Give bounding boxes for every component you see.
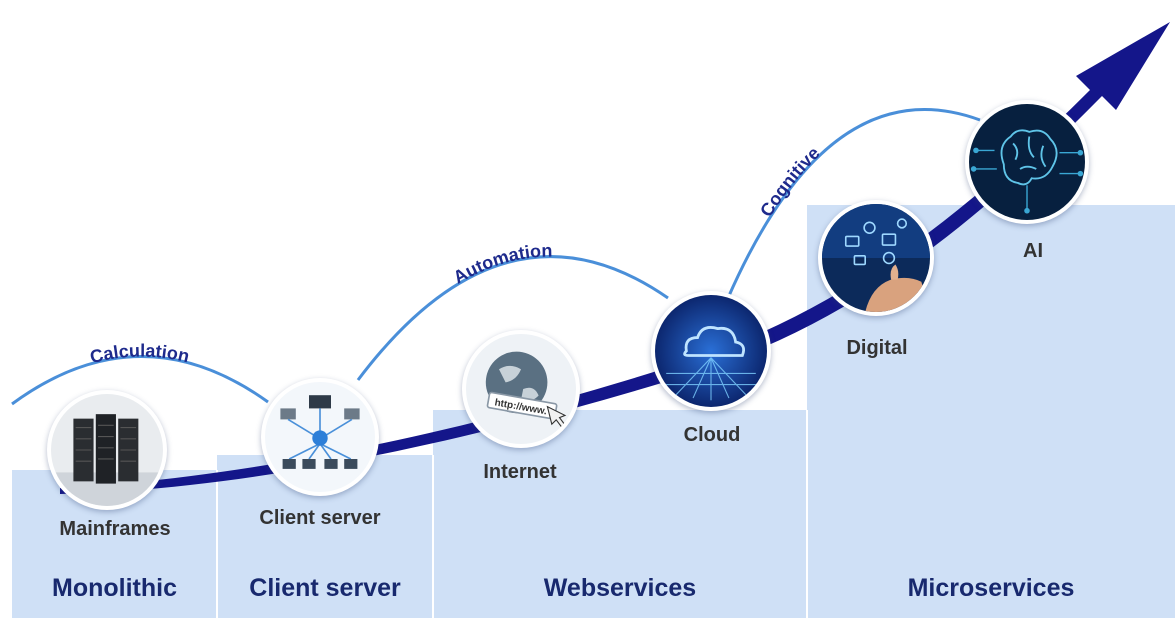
cloud-icon: [655, 295, 767, 407]
digital-touch-icon: [822, 204, 930, 312]
node-label-cloud: Cloud: [683, 424, 741, 446]
calculation-arc: [10, 354, 270, 406]
ai-node: [965, 100, 1089, 224]
category-label-client-server: Client server: [249, 574, 401, 602]
internet-node: http://www.: [462, 330, 580, 448]
ai-brain-icon: [969, 104, 1085, 220]
growth-arrow-icon: [60, 22, 1170, 494]
divider: [806, 410, 808, 618]
server-rack-icon: [51, 394, 163, 506]
cloud-node: [651, 291, 771, 411]
mainframes-node: [47, 390, 167, 510]
svg-text:Calculation: Calculation: [88, 340, 191, 367]
phase-label-cognitive: Cognitive: [756, 143, 823, 220]
client-server-node: [261, 378, 379, 496]
node-label-digital: Digital: [846, 337, 908, 359]
category-label-microservices: Microservices: [907, 574, 1075, 602]
panel-webservices: [433, 410, 807, 618]
node-label-mainframes: Mainframes: [59, 518, 171, 540]
svg-text:Automation: Automation: [450, 240, 553, 287]
node-label-internet: Internet: [483, 461, 557, 483]
divider: [216, 470, 218, 618]
phase-label-automation: Automation: [450, 240, 553, 287]
digital-node: [818, 200, 934, 316]
globe-www-icon: http://www.: [466, 334, 576, 444]
divider: [432, 455, 434, 618]
category-label-monolithic: Monolithic: [52, 574, 177, 602]
phase-label-calculation: Calculation: [88, 340, 191, 367]
svg-text:Cognitive: Cognitive: [756, 143, 823, 220]
network-topology-icon: [265, 382, 375, 492]
category-label-webservices: Webservices: [543, 574, 697, 602]
node-label-ai: AI: [1023, 240, 1043, 262]
node-label-client-server: Client server: [259, 507, 381, 529]
